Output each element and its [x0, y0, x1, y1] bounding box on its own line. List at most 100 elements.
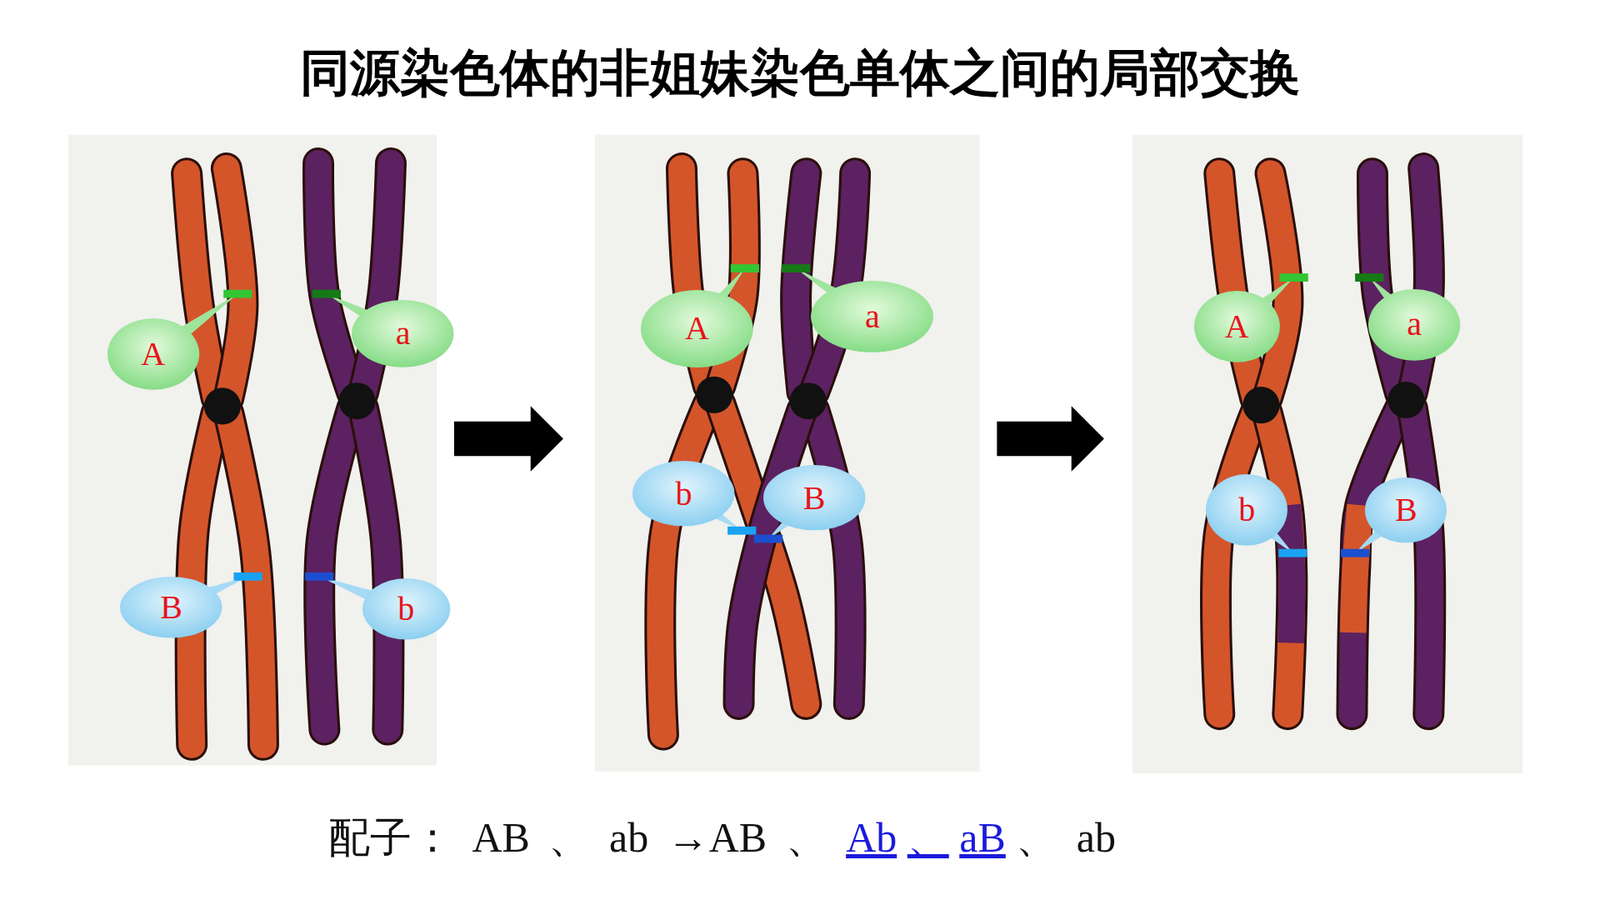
- gene-letter: a: [395, 316, 411, 350]
- gamete-text: ab: [609, 813, 649, 862]
- gamete-text: →AB: [667, 813, 767, 862]
- gene-locus: [312, 290, 341, 299]
- gamete-text: Ab: [845, 813, 897, 862]
- gene-locus: [754, 535, 783, 544]
- gene-locus: [223, 290, 252, 299]
- exchanged-segment: [1353, 505, 1361, 633]
- gene-callout: a: [810, 280, 934, 353]
- gene-locus: [1340, 549, 1370, 558]
- gamete-text: 、: [548, 810, 590, 866]
- chromatid-outline: [739, 410, 803, 705]
- chromatid: [814, 410, 850, 705]
- gene-callout: b: [1205, 474, 1288, 546]
- chromatid: [1412, 408, 1431, 715]
- process-arrow: [996, 405, 1105, 471]
- gene-locus: [730, 264, 760, 273]
- chromatid: [1351, 408, 1400, 715]
- gene-letter: A: [685, 311, 710, 345]
- gene-letter: b: [1238, 493, 1255, 527]
- chromatid-outline: [318, 163, 352, 394]
- chromatid-outline: [814, 410, 850, 705]
- centromere: [790, 382, 827, 420]
- callout-fill: [1368, 289, 1460, 361]
- chromatid-outline: [190, 413, 217, 745]
- centromere: [1242, 386, 1280, 424]
- chromatid-outline: [363, 408, 389, 730]
- gene-locus: [1355, 273, 1384, 282]
- callout-fill: [107, 318, 200, 390]
- gene-callout: A: [640, 290, 754, 368]
- chromatid: [363, 408, 389, 730]
- gamete-text: 配子：: [328, 810, 454, 866]
- centromere: [1387, 381, 1425, 419]
- chromatid-outline: [1219, 173, 1255, 398]
- gamete-line: 配子：AB、ab→AB、Ab、aB、ab: [328, 810, 1135, 866]
- chromatid: [190, 413, 217, 745]
- gene-letter: b: [675, 477, 692, 511]
- title: 同源染色体的非姐妹染色单体之间的局部交换: [0, 40, 1600, 108]
- chromatid-outline: [1215, 413, 1255, 715]
- chromatid: [228, 413, 264, 745]
- gene-locus: [1278, 549, 1307, 558]
- chromatid: [795, 173, 806, 392]
- exchanged-segment: [1287, 505, 1292, 643]
- chromatid: [1267, 413, 1293, 715]
- chromatid: [226, 168, 244, 399]
- chromatid: [1219, 173, 1255, 398]
- callout-fill: [351, 300, 454, 368]
- callout-fill: [362, 578, 450, 640]
- centromere: [695, 376, 733, 414]
- chromatid-outline: [1372, 173, 1400, 393]
- chromatid: [1215, 413, 1255, 715]
- process-arrow: [454, 405, 564, 471]
- chromatid: [318, 163, 352, 394]
- callout-fill: [810, 280, 934, 353]
- callout-fill: [120, 576, 222, 638]
- chromatid: [739, 410, 803, 705]
- callout-fill: [632, 460, 735, 526]
- callout-fill: [763, 465, 865, 530]
- gamete-text: AB: [472, 813, 530, 862]
- chromatid-outline: [228, 413, 264, 745]
- gene-callout: B: [763, 465, 865, 530]
- gene-callout: a: [1368, 289, 1460, 361]
- gene-locus: [233, 572, 262, 581]
- gene-callout: a: [351, 300, 454, 368]
- panel: [595, 135, 980, 772]
- chromatid: [1372, 173, 1400, 393]
- callout-fill: [640, 290, 754, 368]
- gamete-text: ab: [1076, 813, 1116, 862]
- gene-callout: A: [1194, 290, 1280, 363]
- gene-letter: A: [1225, 310, 1250, 344]
- callout-fill: [1365, 477, 1447, 543]
- gene-callout: B: [120, 576, 222, 638]
- callout-fill: [1205, 474, 1288, 546]
- gene-callout: B: [1365, 477, 1447, 543]
- gene-locus: [781, 264, 810, 273]
- chromatid-outline: [660, 404, 709, 735]
- gamete-text: aB: [959, 813, 1006, 862]
- centromere: [339, 382, 376, 420]
- chromatid-outline: [1267, 413, 1293, 715]
- gene-letter: B: [160, 590, 183, 625]
- gene-callout: b: [362, 578, 450, 640]
- chromatid-outline: [319, 408, 352, 730]
- gene-callout: A: [107, 318, 200, 390]
- gene-locus: [727, 526, 756, 535]
- callout-fill: [1194, 290, 1280, 363]
- gamete-text: 、: [1015, 810, 1058, 866]
- chromatid-outline: [1351, 408, 1400, 715]
- chromatid-outline: [795, 173, 806, 392]
- chromatid: [720, 404, 806, 705]
- panel: [1132, 135, 1523, 775]
- gene-letter: b: [397, 592, 415, 626]
- chromatid: [660, 404, 709, 735]
- gene-letter: B: [803, 481, 826, 515]
- gene-locus: [1280, 273, 1309, 282]
- chromatid: [319, 408, 352, 730]
- gene-letter: a: [865, 300, 880, 334]
- chromatid-outline: [720, 404, 806, 705]
- gene-letter: a: [1406, 307, 1422, 341]
- panel: [68, 135, 437, 766]
